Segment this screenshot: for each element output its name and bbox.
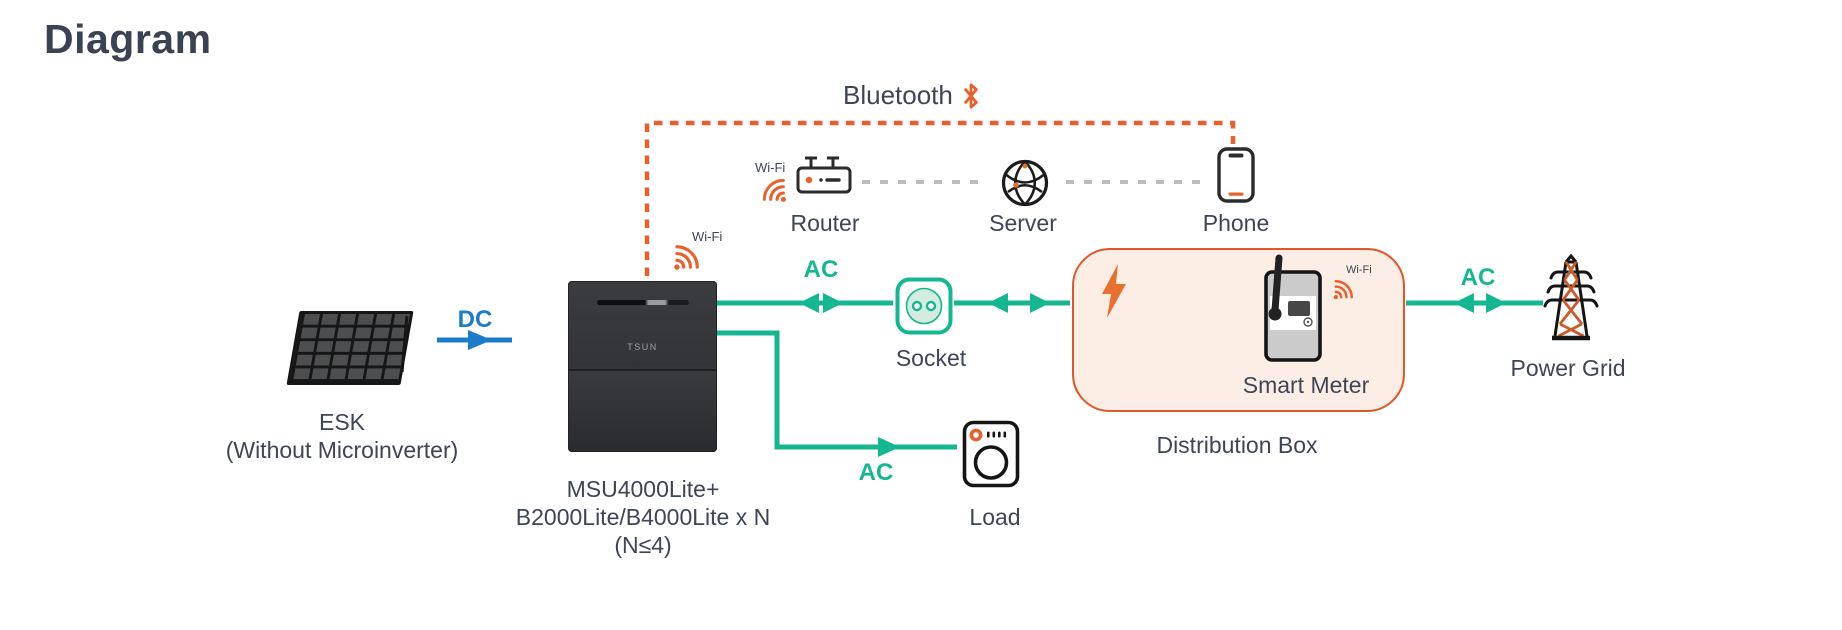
- msu-logo: TSUN: [627, 342, 658, 352]
- msu-label: MSU4000Lite+ B2000Lite/B4000Lite x N (N≤…: [516, 475, 770, 559]
- arrowhead-right: [823, 293, 843, 313]
- msu-line2: B2000Lite/B4000Lite x N: [515, 504, 771, 530]
- arrowhead-right: [1030, 293, 1050, 313]
- solar-panel-icon: [286, 311, 414, 385]
- bluetooth-label: Bluetooth: [843, 80, 953, 110]
- meter-wifi-label: Wi-Fi: [1346, 264, 1372, 276]
- phone-label: Phone: [1202, 210, 1270, 236]
- distribution-box-label: Distribution Box: [1156, 432, 1318, 458]
- bluetooth-icon: [964, 82, 978, 109]
- socket-label: Socket: [895, 345, 967, 371]
- dc-label: DC: [457, 306, 493, 333]
- arrowhead-left: [799, 293, 819, 313]
- phone-icon: [1217, 147, 1255, 203]
- load-appliance-icon: [962, 420, 1020, 488]
- esk-name: ESK: [318, 409, 366, 435]
- esk-label: ESK (Without Microinverter): [226, 408, 459, 464]
- msu-line3: (N≤4): [614, 532, 672, 558]
- dc-arrowhead: [468, 330, 492, 350]
- lightning-bolt-icon: [1102, 264, 1126, 318]
- meter-wifi-icon: [1333, 280, 1353, 300]
- router-icon: [796, 156, 852, 194]
- socket-icon: [895, 277, 953, 335]
- msu-status-light: [597, 300, 689, 305]
- msu-seam: [568, 369, 717, 371]
- server-globe-icon: [1001, 159, 1049, 207]
- msu-line1: MSU4000Lite+: [566, 476, 720, 502]
- esk-note: (Without Microinverter): [225, 437, 459, 463]
- load-label: Load: [969, 504, 1021, 530]
- smart-meter-label: Smart Meter: [1242, 372, 1370, 398]
- server-label: Server: [989, 210, 1057, 236]
- arrowhead-right: [1486, 293, 1506, 313]
- router-wifi-icon: [762, 178, 786, 202]
- ac-line-msu-load: [717, 330, 957, 450]
- ac-label-box-grid: AC: [1460, 264, 1496, 291]
- bluetooth-heading: Bluetooth: [843, 80, 981, 111]
- msu-wifi-label: Wi-Fi: [692, 229, 723, 244]
- ac-label-msu-socket: AC: [803, 256, 839, 283]
- msu-battery-unit: TSUN: [568, 281, 717, 452]
- ac-label-msu-load: AC: [858, 459, 894, 486]
- power-grid-tower-icon: [1543, 254, 1599, 341]
- router-wifi-label: Wi-Fi: [755, 160, 786, 175]
- distribution-box: [1072, 248, 1405, 412]
- msu-wifi-icon: [674, 245, 699, 270]
- router-label: Router: [790, 210, 860, 236]
- arrowhead-left: [988, 293, 1008, 313]
- page-title: Diagram: [44, 16, 212, 62]
- arrowhead-right: [878, 437, 900, 457]
- power-grid-label: Power Grid: [1510, 355, 1626, 381]
- smart-meter-icon: [1264, 254, 1322, 362]
- arrowhead-left: [1454, 293, 1474, 313]
